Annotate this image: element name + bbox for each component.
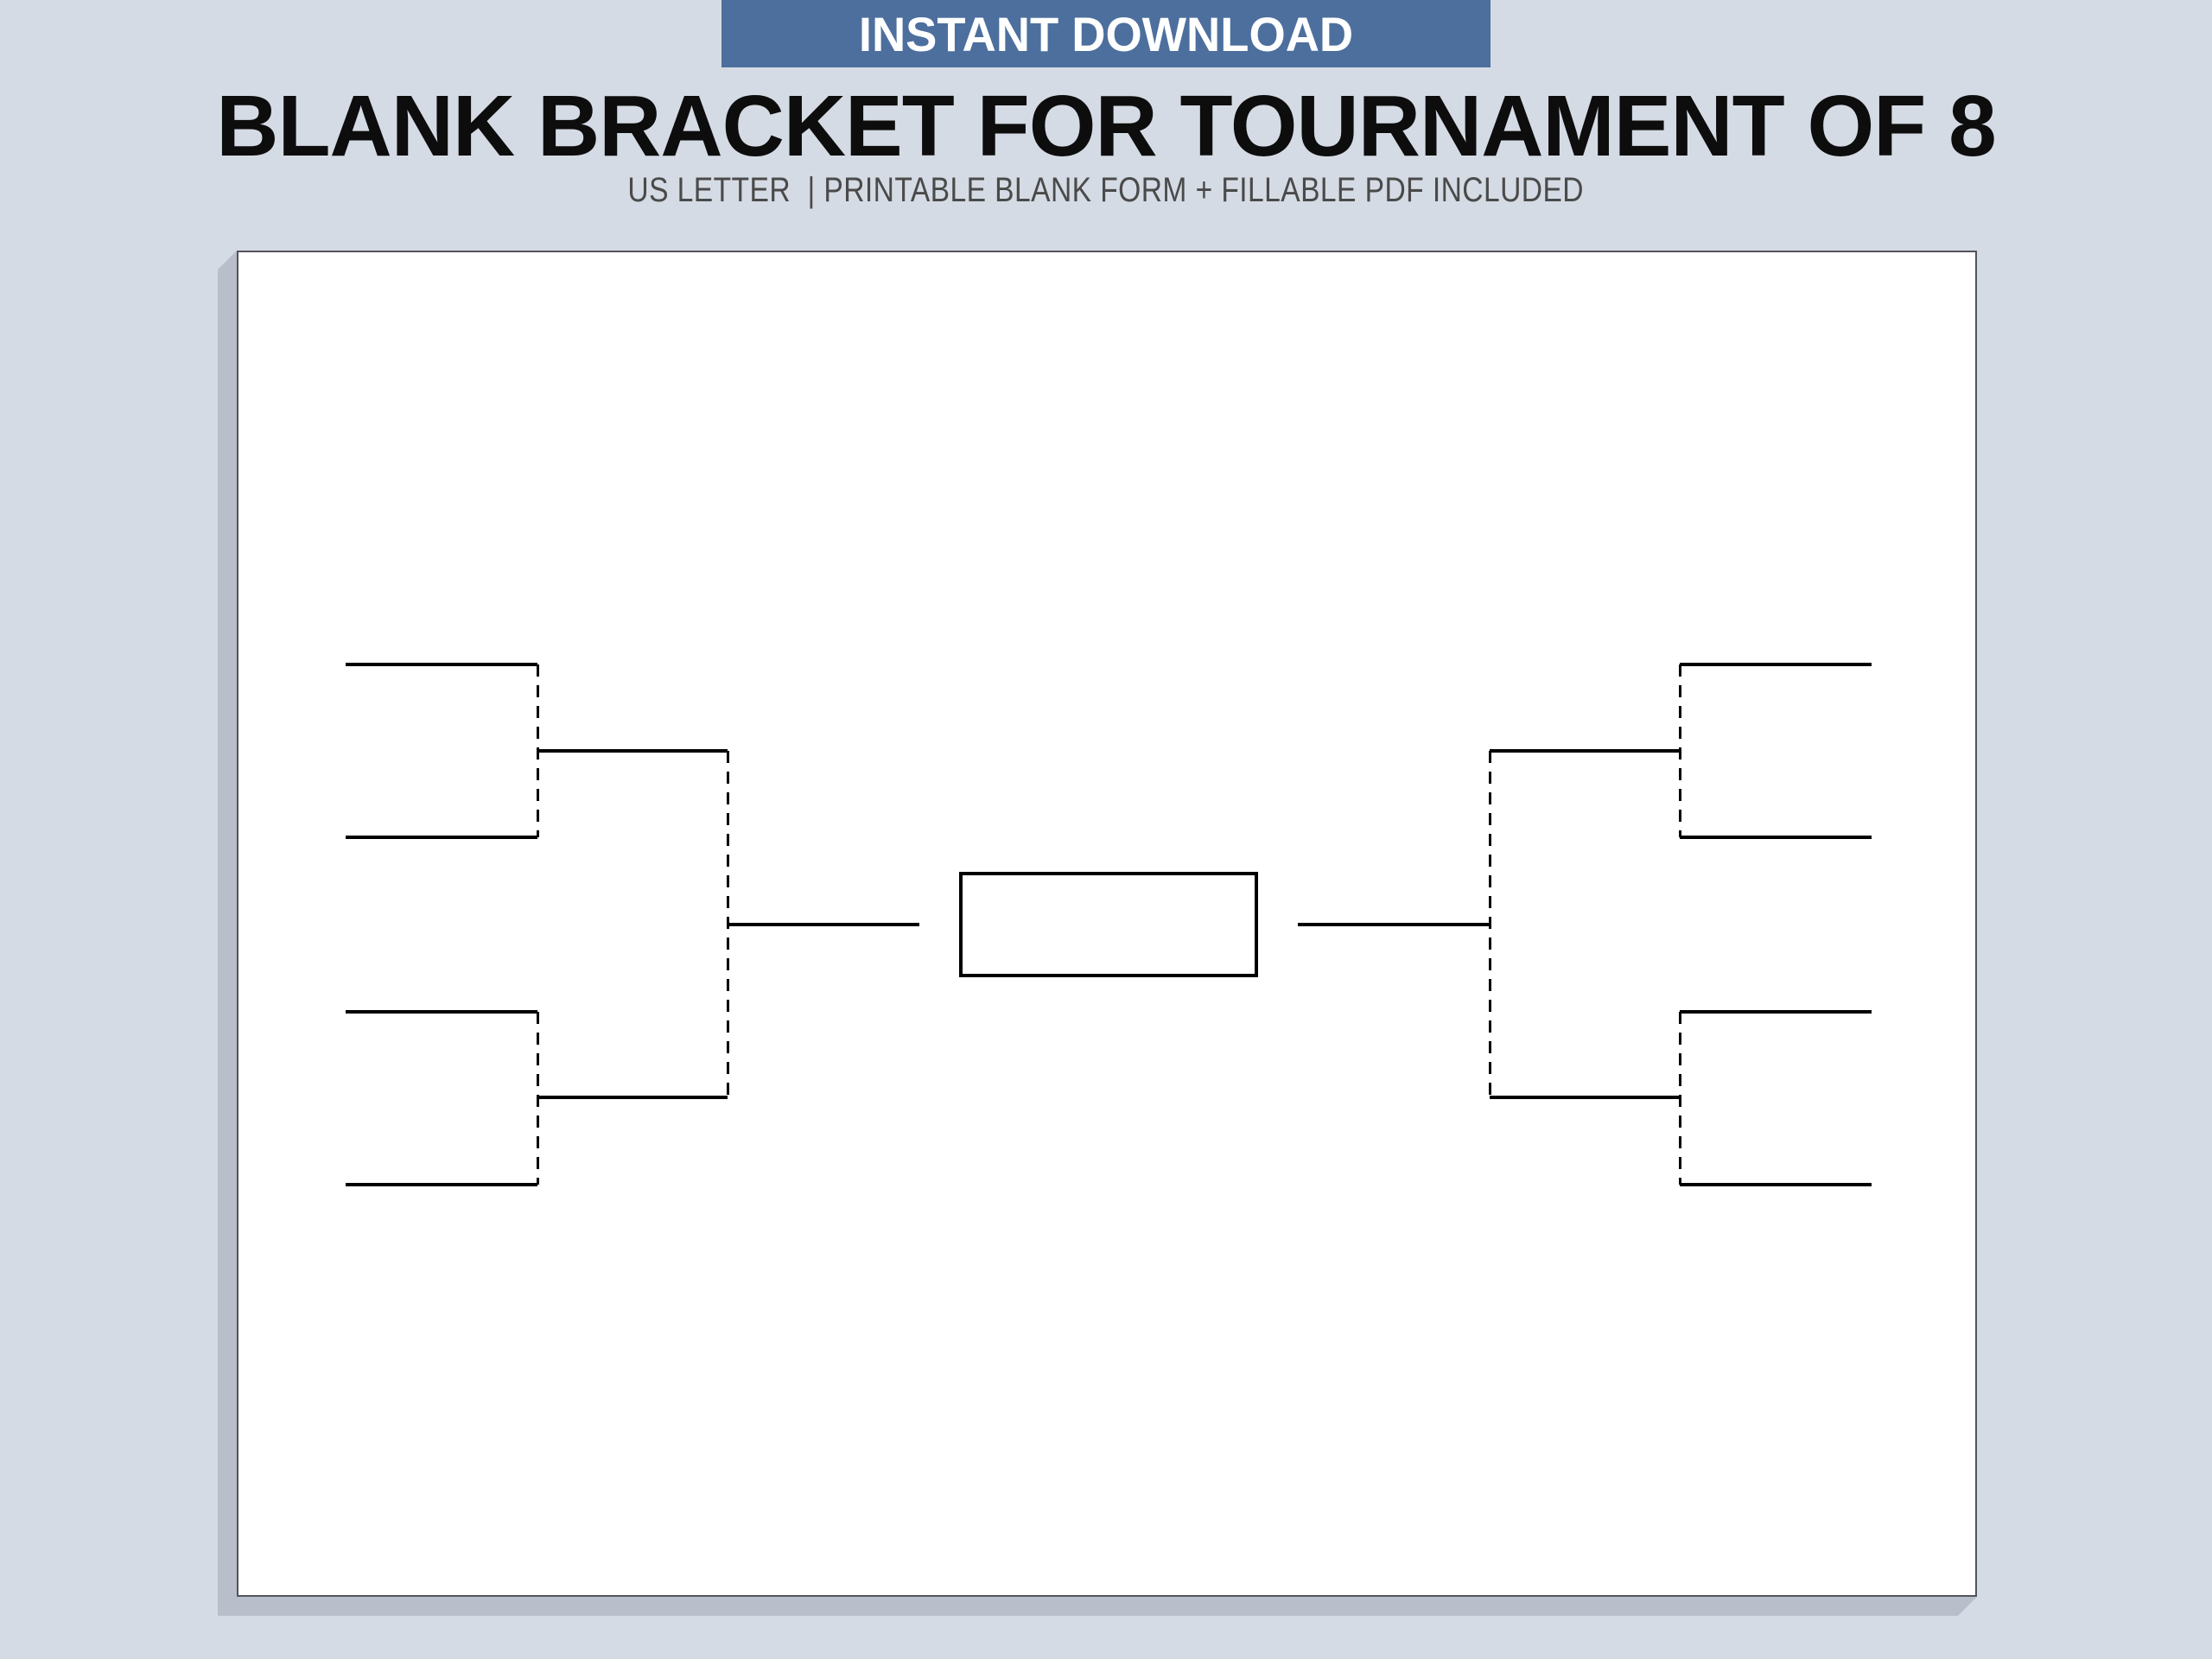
bracket-match-line xyxy=(1680,663,1872,666)
letter-page xyxy=(237,251,1977,1597)
instant-download-banner: INSTANT DOWNLOAD xyxy=(721,0,1491,67)
bracket-connector-dashed xyxy=(1488,751,1491,1097)
final-champion-box xyxy=(959,872,1258,977)
bracket-connector-dashed xyxy=(1678,664,1681,837)
page-subtitle: US LETTER | PRINTABLE BLANK FORM + FILLA… xyxy=(0,171,2212,210)
bracket-match-line xyxy=(1490,1096,1680,1099)
bracket-match-line xyxy=(346,663,537,666)
bracket-connector-dashed xyxy=(536,1012,539,1185)
banner-label: INSTANT DOWNLOAD xyxy=(858,6,1354,61)
page-subtitle-text: US LETTER | PRINTABLE BLANK FORM + FILLA… xyxy=(627,171,1585,209)
bracket-match-line xyxy=(1680,836,1872,839)
bracket-match-line xyxy=(728,923,919,926)
bracket-match-line xyxy=(1298,923,1490,926)
bracket-match-line xyxy=(1680,1010,1872,1014)
bracket-match-line xyxy=(346,1183,537,1186)
bracket-match-line xyxy=(1680,1183,1872,1186)
bracket-match-line xyxy=(537,749,728,753)
bracket-connector-dashed xyxy=(726,751,729,1097)
page-title: BLANK BRACKET FOR TOURNAMENT OF 8 xyxy=(216,78,1997,175)
bracket-match-line xyxy=(537,1096,728,1099)
bracket-match-line xyxy=(1490,749,1680,753)
tournament-bracket xyxy=(238,252,1975,1595)
bracket-match-line xyxy=(346,1010,537,1014)
bracket-connector-dashed xyxy=(1678,1012,1681,1185)
bracket-connector-dashed xyxy=(536,664,539,837)
bracket-match-line xyxy=(346,836,537,839)
